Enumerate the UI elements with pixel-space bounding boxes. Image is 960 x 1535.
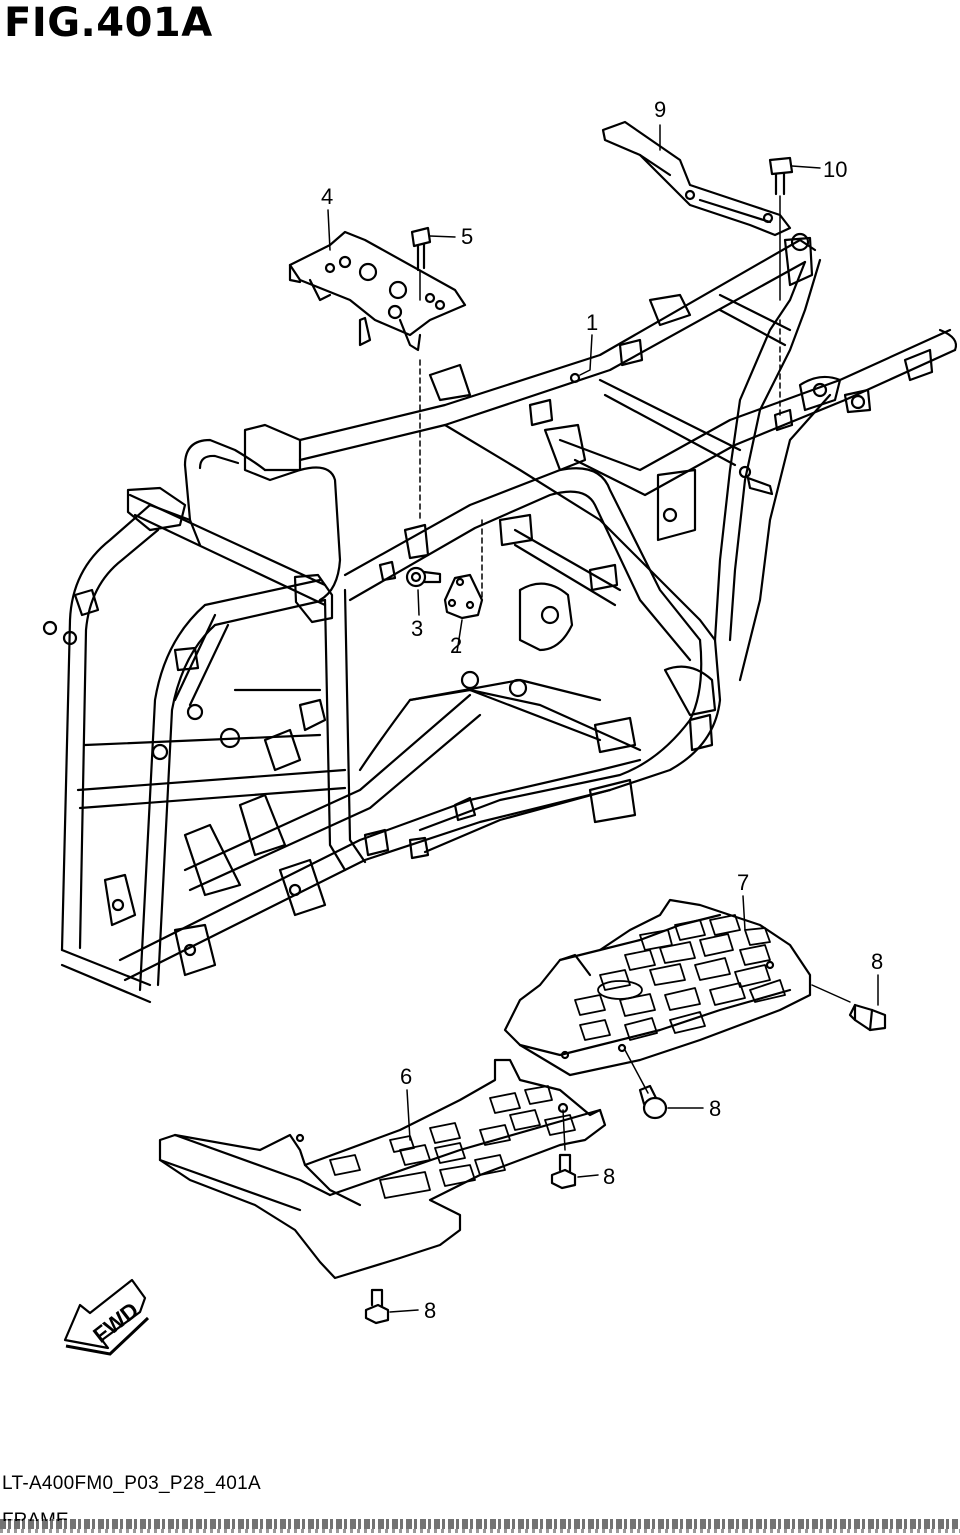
callout-1: 1 [586, 310, 598, 335]
footer-rule [0, 1519, 960, 1529]
footer-rule-secondary [0, 1529, 960, 1533]
callout-6: 6 [400, 1064, 412, 1089]
callout-8-center: 8 [603, 1164, 615, 1189]
rear-plate-part-4 [288, 230, 467, 352]
drawing-code: LT-A400FM0_P03_P28_401A [2, 1473, 262, 1494]
callout-5: 5 [461, 224, 473, 249]
callout-9: 9 [654, 97, 666, 122]
plate-part-2 [443, 573, 484, 620]
bolt-part-8-right [848, 1003, 887, 1032]
bolt-part-8-mid [638, 1084, 668, 1120]
callout-8-bottom: 8 [424, 1298, 436, 1323]
bolt-part-10 [768, 156, 794, 196]
bolt-part-3 [405, 566, 442, 588]
figure-caption: FRAME [2, 1510, 69, 1521]
leader-lines [327, 124, 879, 1313]
callout-8-mid: 8 [709, 1096, 721, 1121]
frame-assembly [42, 232, 958, 1004]
bolt-part-8-center [550, 1153, 577, 1190]
bolt-part-5 [410, 226, 432, 272]
rear-skid-plate-part-6 [158, 1058, 607, 1280]
callout-7: 7 [737, 870, 749, 895]
figure-title: FIG.401A [4, 0, 213, 46]
callout-8-right: 8 [871, 949, 883, 974]
front-bracket-part-9 [601, 120, 792, 237]
callout-4: 4 [321, 184, 333, 209]
callout-2: 2 [450, 633, 462, 658]
bolt-part-8-bottom [364, 1288, 390, 1325]
callout-10: 10 [823, 157, 847, 182]
callout-3: 3 [411, 616, 423, 641]
front-skid-plate-part-7 [503, 898, 812, 1077]
fwd-arrow-icon: FWD [63, 1278, 150, 1356]
